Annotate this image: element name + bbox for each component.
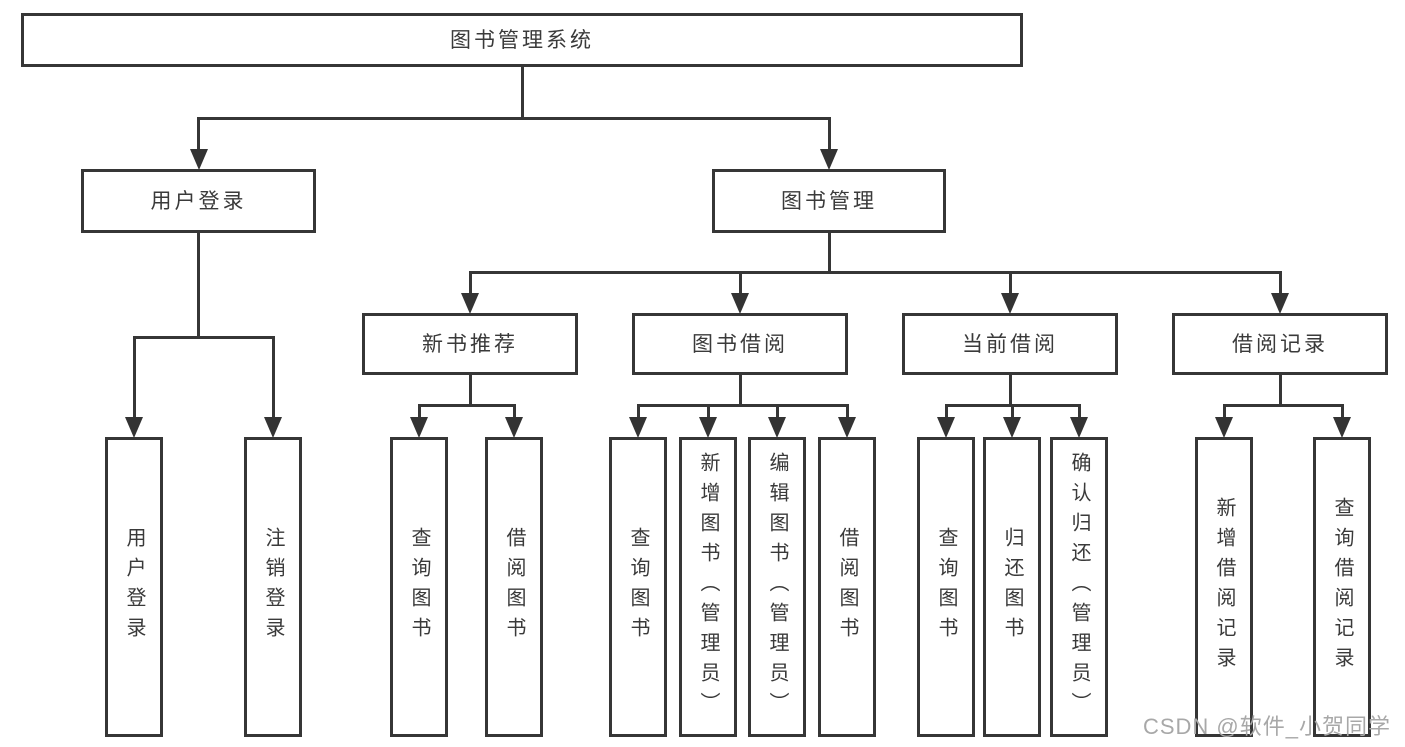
node-label: 注销登录 bbox=[262, 527, 284, 647]
node-label: 当前借阅 bbox=[962, 332, 1058, 356]
connector-line bbox=[197, 116, 831, 120]
node-book-borrowing: 图书借阅 bbox=[632, 313, 848, 375]
connector-line bbox=[468, 270, 1282, 274]
arrow-down-icon bbox=[768, 417, 786, 438]
connector-line bbox=[827, 233, 831, 274]
node-query-books-1: 查询图书 bbox=[390, 437, 448, 737]
node-label: 新增图书（管理员） bbox=[697, 452, 719, 722]
arrow-down-icon bbox=[838, 417, 856, 438]
node-label: 借阅图书 bbox=[836, 527, 858, 647]
connector-line bbox=[520, 67, 524, 120]
node-label: 借阅图书 bbox=[503, 527, 525, 647]
node-user-login-action: 用户登录 bbox=[105, 437, 163, 737]
node-borrow-books-2: 借阅图书 bbox=[818, 437, 876, 737]
connector-line bbox=[738, 272, 742, 309]
connector-line bbox=[636, 403, 849, 407]
connector-line bbox=[197, 118, 200, 165]
connector-line bbox=[1278, 272, 1282, 309]
arrow-down-icon bbox=[820, 149, 838, 170]
node-logout-action: 注销登录 bbox=[244, 437, 302, 737]
node-label: 归还图书 bbox=[1001, 527, 1023, 647]
connector-line bbox=[1008, 272, 1012, 309]
node-query-books-3: 查询图书 bbox=[917, 437, 975, 737]
node-label: 确认归还（管理员） bbox=[1068, 452, 1090, 722]
node-label: 用户登录 bbox=[150, 189, 247, 213]
arrow-down-icon bbox=[629, 417, 647, 438]
node-query-books-2: 查询图书 bbox=[609, 437, 667, 737]
watermark: CSDN @软件_小贺同学 bbox=[1142, 714, 1391, 739]
node-confirm-return-admin: 确认归还（管理员） bbox=[1050, 437, 1108, 737]
node-label: 查询图书 bbox=[627, 527, 649, 647]
arrow-down-icon bbox=[1003, 417, 1021, 438]
node-borrow-books-1: 借阅图书 bbox=[485, 437, 543, 737]
node-label: 查询借阅记录 bbox=[1331, 497, 1353, 677]
node-label: 编辑图书（管理员） bbox=[766, 452, 788, 722]
connector-line bbox=[1222, 403, 1344, 407]
node-label: 新书推荐 bbox=[422, 332, 518, 356]
connector-line bbox=[1278, 375, 1282, 407]
arrow-down-icon bbox=[937, 417, 955, 438]
arrow-down-icon bbox=[1333, 417, 1351, 438]
connector-line bbox=[197, 233, 200, 339]
arrow-down-icon bbox=[125, 417, 143, 438]
arrow-down-icon bbox=[410, 417, 428, 438]
connector-line bbox=[132, 335, 275, 339]
node-label: 图书借阅 bbox=[692, 332, 788, 356]
node-new-book-recommend: 新书推荐 bbox=[362, 313, 578, 375]
connector-line bbox=[827, 118, 831, 165]
node-edit-books-admin: 编辑图书（管理员） bbox=[748, 437, 806, 737]
arrow-down-icon bbox=[461, 293, 479, 314]
arrow-down-icon bbox=[699, 417, 717, 438]
node-query-borrow-record: 查询借阅记录 bbox=[1313, 437, 1371, 737]
connector-line bbox=[417, 403, 516, 407]
connector-line bbox=[738, 375, 742, 407]
connector-line bbox=[1008, 375, 1012, 407]
node-add-books-admin: 新增图书（管理员） bbox=[679, 437, 737, 737]
arrow-down-icon bbox=[1215, 417, 1233, 438]
node-label: 用户登录 bbox=[123, 527, 145, 647]
node-label: 查询图书 bbox=[935, 527, 957, 647]
node-label: 图书管理 bbox=[781, 189, 877, 213]
arrow-down-icon bbox=[731, 293, 749, 314]
node-label: 图书管理系统 bbox=[450, 28, 594, 52]
node-return-books: 归还图书 bbox=[983, 437, 1041, 737]
node-user-login: 用户登录 bbox=[81, 169, 316, 233]
connector-line bbox=[132, 337, 136, 433]
connector-line bbox=[468, 272, 472, 309]
arrow-down-icon bbox=[1070, 417, 1088, 438]
connector-line bbox=[468, 375, 472, 407]
arrow-down-icon bbox=[1001, 293, 1019, 314]
node-add-borrow-record: 新增借阅记录 bbox=[1195, 437, 1253, 737]
node-borrowing-records: 借阅记录 bbox=[1172, 313, 1388, 375]
arrow-down-icon bbox=[1271, 293, 1289, 314]
node-label: 查询图书 bbox=[408, 527, 430, 647]
node-book-management: 图书管理 bbox=[712, 169, 946, 233]
connector-line bbox=[271, 337, 275, 433]
node-library-system: 图书管理系统 bbox=[21, 13, 1023, 67]
node-label: 新增借阅记录 bbox=[1213, 497, 1235, 677]
node-current-borrowing: 当前借阅 bbox=[902, 313, 1118, 375]
arrow-down-icon bbox=[505, 417, 523, 438]
arrow-down-icon bbox=[264, 417, 282, 438]
arrow-down-icon bbox=[189, 149, 208, 170]
node-label: 借阅记录 bbox=[1232, 332, 1328, 356]
